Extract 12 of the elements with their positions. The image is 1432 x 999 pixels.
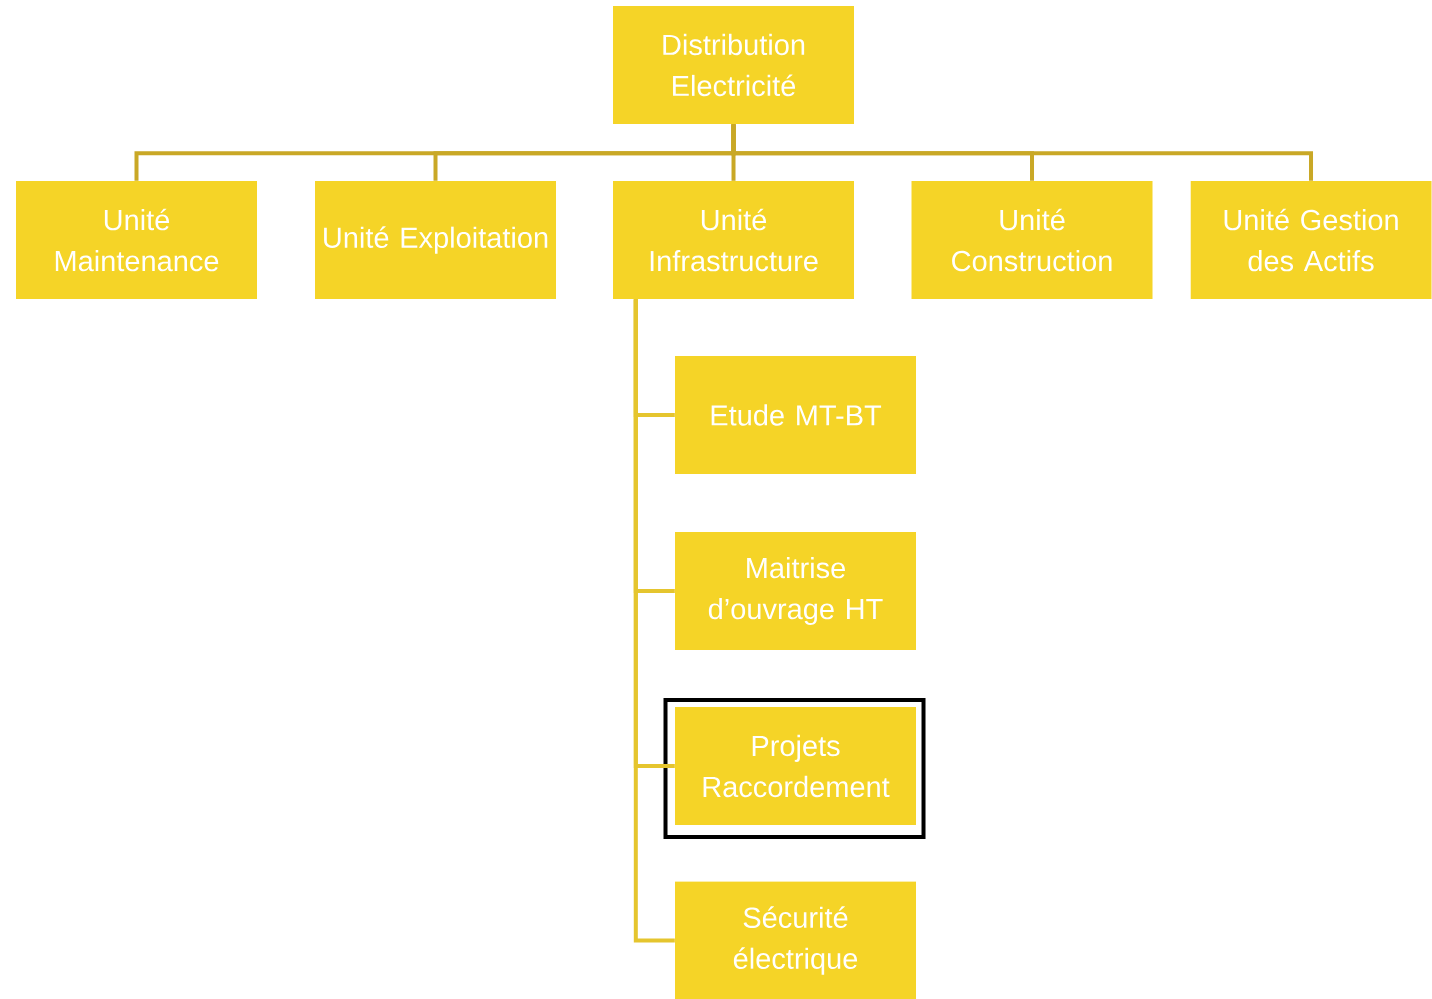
connector-line xyxy=(633,299,675,943)
unit-box: Etude MT-BT xyxy=(675,356,916,474)
connector-line xyxy=(731,124,1313,181)
unit-box: Projets Raccordement xyxy=(675,707,916,825)
unit-box: Unité Gestion des Actifs xyxy=(1190,181,1432,299)
unit-box: Sécurité électrique xyxy=(675,881,916,999)
unit-box: Unité Maintenance xyxy=(16,181,257,299)
unit-box: Unité Construction xyxy=(911,181,1153,299)
unit-box: Maitrise d’ouvrage HT xyxy=(675,532,916,650)
unit-box: Unité Infrastructure xyxy=(613,181,854,299)
unit-box: Unité Exploitation xyxy=(315,181,556,299)
unit-box: Distribution Electricité xyxy=(613,6,854,124)
